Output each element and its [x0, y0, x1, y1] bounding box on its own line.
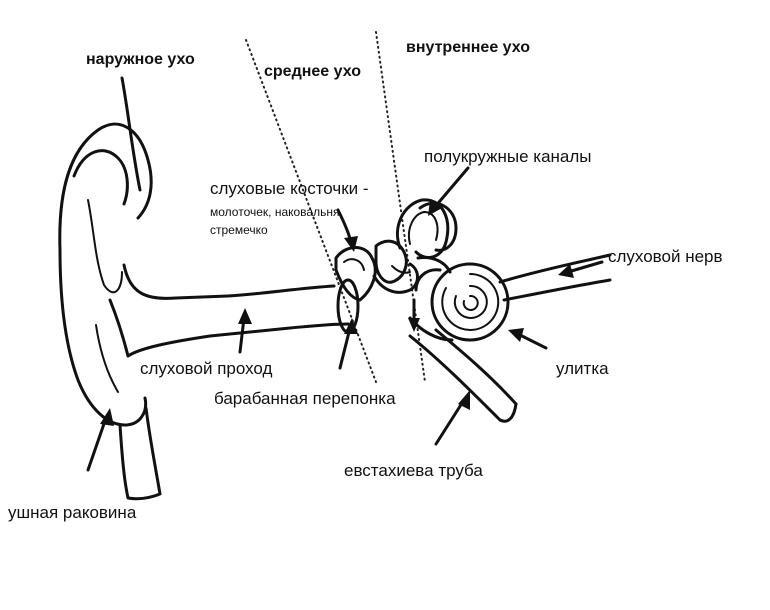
ear-pinna-drawing: [58, 122, 350, 501]
label-eardrum: барабанная перепонка: [214, 389, 396, 408]
label-auditory-nerve: слуховой нерв: [608, 247, 723, 266]
label-outer-ear: наружное ухо: [86, 51, 195, 68]
pointer-eardrum: [338, 318, 358, 370]
label-middle-ear: среднее ухо: [264, 63, 361, 80]
label-inner-ear: внутреннее ухо: [406, 39, 530, 56]
label-ear-canal: слуховой проход: [140, 359, 273, 378]
label-eustachian-tube: евстахиева труба: [344, 461, 483, 480]
pointer-nerve: [558, 260, 604, 278]
label-semicircular-canals: полукружные каналы: [424, 147, 592, 166]
label-cochlea: улитка: [556, 359, 609, 378]
pointer-inner-ear: [408, 298, 420, 332]
label-ossicles-line2: стремечко: [210, 223, 268, 237]
pointer-eustachian: [434, 390, 470, 446]
eustachian-tube-drawing: [408, 328, 518, 423]
inner-ear-drawing: [395, 198, 612, 342]
pointer-outer-ear: [120, 76, 142, 192]
ossicles-drawing: [334, 239, 419, 334]
middle-inner-divider: [375, 31, 426, 383]
pointer-cochlea: [508, 328, 548, 350]
pointer-canal: [238, 308, 252, 354]
pointer-pinna: [86, 408, 114, 472]
label-pinna: ушная раковина: [8, 503, 137, 522]
pointer-ossicles: [336, 208, 358, 252]
pointer-semicircular: [428, 166, 470, 216]
label-ossicles-title: слуховые косточки -: [210, 179, 369, 198]
label-ossicles-line1: молоточек, наковальня,: [210, 205, 343, 219]
